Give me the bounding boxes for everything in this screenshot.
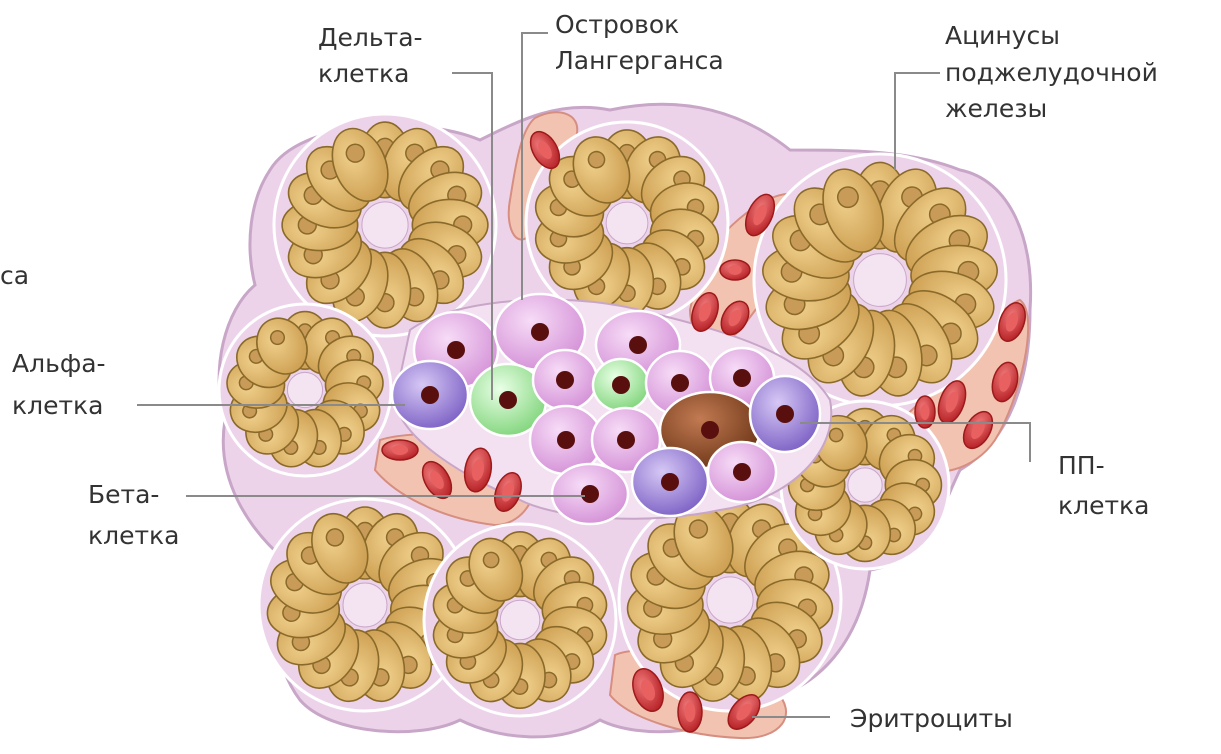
label-pp-line1: ПП- xyxy=(1058,451,1105,480)
label-delta-line2: клетка xyxy=(318,59,409,88)
delta-cell xyxy=(593,359,649,411)
beta-cell xyxy=(632,448,708,516)
acinus xyxy=(219,304,391,476)
label-alpha-line1: Альфа- xyxy=(12,349,106,378)
label-acini-line1: Ацинусы xyxy=(945,21,1060,50)
acinus xyxy=(424,524,616,716)
label-islet-line2: Лангерганса xyxy=(555,46,724,75)
beta-cell xyxy=(392,361,468,429)
label-erythrocytes: Эритроциты xyxy=(850,704,1013,733)
label-beta-line2: клетка xyxy=(88,521,179,550)
label-acini-line3: железы xyxy=(945,94,1047,123)
label-pp-line2: клетка xyxy=(1058,491,1149,520)
label-delta-line1: Дельта- xyxy=(318,23,423,52)
label-beta-line1: Бета- xyxy=(88,480,159,509)
label-alpha-line2: клетка xyxy=(12,391,103,420)
alpha-cell xyxy=(533,350,597,410)
label-islet-line1: Островок xyxy=(555,10,679,39)
beta-cell xyxy=(750,376,820,452)
alpha-cell xyxy=(552,464,628,524)
alpha-cell xyxy=(708,442,776,502)
label-fragment: са xyxy=(0,261,29,290)
label-acini-line2: поджелудочной xyxy=(945,58,1158,87)
